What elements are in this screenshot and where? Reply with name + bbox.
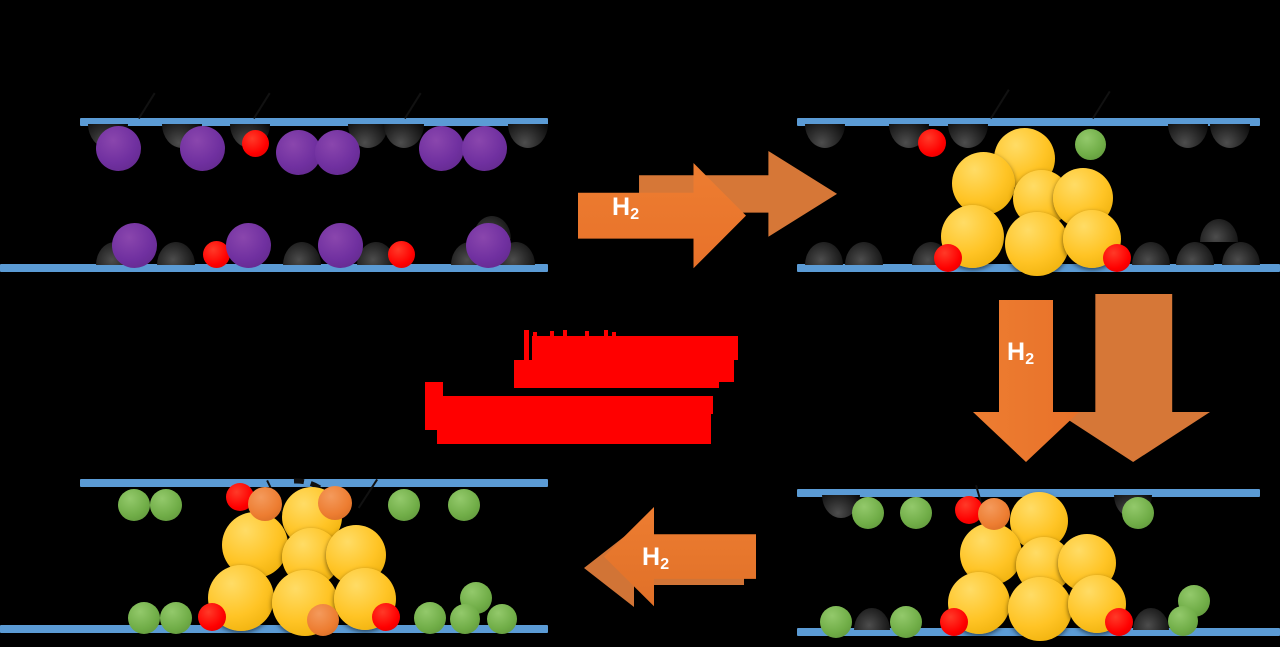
tether-line — [1092, 90, 1111, 120]
tether-line — [404, 92, 422, 120]
reduced-site-sphere — [978, 498, 1010, 530]
active-site-sphere — [1105, 608, 1133, 636]
active-site-sphere — [1103, 244, 1131, 272]
redacted-block — [437, 412, 711, 444]
redacted-block — [532, 336, 738, 360]
promoter-site-sphere — [1122, 497, 1154, 529]
active-site-sphere — [388, 241, 415, 268]
metal-cation-sphere — [462, 126, 507, 171]
promoter-site-sphere — [448, 489, 480, 521]
metal-cation-sphere — [180, 126, 225, 171]
framework-dome — [357, 242, 395, 265]
redacted-block — [563, 330, 567, 339]
metal-cation-sphere — [318, 223, 363, 268]
framework-dome — [854, 608, 890, 630]
redacted-block — [425, 412, 439, 430]
promoter-site-sphere — [450, 604, 480, 634]
framework-dome — [1168, 124, 1208, 148]
framework-dome — [805, 242, 843, 265]
framework-dome — [1132, 242, 1170, 265]
gold-nanoparticle — [1005, 212, 1069, 276]
framework-dome — [1176, 242, 1214, 265]
redacted-block — [612, 332, 616, 339]
h2-arrow-down-label: H2 — [1007, 338, 1035, 368]
promoter-site-sphere — [160, 602, 192, 634]
active-site-sphere — [198, 603, 226, 631]
active-site-sphere — [918, 129, 946, 157]
metal-cation-sphere — [466, 223, 511, 268]
framework-dome — [948, 124, 988, 148]
support-bar-bottom — [0, 625, 548, 633]
framework-dome — [384, 124, 424, 148]
tether-line — [253, 92, 271, 120]
promoter-site-sphere — [820, 606, 852, 638]
reduced-site-sphere — [318, 486, 352, 520]
active-site-sphere — [203, 241, 230, 268]
framework-dome — [845, 242, 883, 265]
h2-arrow-left[interactable]: H2 — [546, 503, 786, 627]
promoter-site-sphere — [1075, 129, 1106, 160]
tether-line — [990, 89, 1010, 120]
gold-nanoparticle — [952, 152, 1015, 215]
framework-dome — [157, 242, 195, 265]
support-bar-top — [80, 118, 548, 126]
promoter-site-sphere — [128, 602, 160, 634]
reduced-site-sphere — [248, 487, 282, 521]
redacted-block — [533, 332, 537, 339]
framework-dome — [822, 495, 860, 518]
h2-arrow-right[interactable]: H2 — [576, 151, 838, 273]
framework-dome — [805, 124, 845, 148]
promoter-site-sphere — [388, 489, 420, 521]
promoter-site-sphere — [118, 489, 150, 521]
h2-arrow-down[interactable]: H2 — [963, 294, 1210, 472]
promoter-site-sphere — [900, 497, 932, 529]
framework-dome — [283, 242, 321, 265]
redacted-block — [585, 331, 589, 339]
support-bar-bottom — [0, 264, 548, 272]
promoter-site-sphere — [487, 604, 517, 634]
redacted-block — [425, 382, 443, 414]
active-site-sphere — [940, 608, 968, 636]
redacted-block — [604, 330, 608, 339]
framework-dome — [1222, 242, 1260, 265]
metal-cation-sphere — [112, 223, 157, 268]
redacted-block — [524, 330, 529, 360]
h2-arrow-right-label: H2 — [612, 193, 640, 223]
redacted-block — [514, 360, 719, 388]
promoter-site-sphere — [414, 602, 446, 634]
tether-line — [138, 92, 156, 120]
redacted-block — [550, 331, 554, 339]
metal-cation-sphere — [315, 130, 360, 175]
framework-dome — [1133, 608, 1169, 630]
metal-cation-sphere — [276, 130, 321, 175]
active-site-sphere — [934, 244, 962, 272]
framework-dome — [1210, 124, 1250, 148]
metal-cation-sphere — [226, 223, 271, 268]
promoter-site-sphere — [150, 489, 182, 521]
gold-nanoparticle — [1008, 577, 1072, 641]
active-site-sphere — [372, 603, 400, 631]
redacted-block — [443, 396, 713, 414]
redacted-block — [719, 360, 734, 382]
metal-cation-sphere — [96, 126, 141, 171]
active-site-sphere — [242, 130, 269, 157]
promoter-site-sphere — [852, 497, 884, 529]
metal-cation-sphere — [419, 126, 464, 171]
promoter-site-sphere — [1168, 606, 1198, 636]
promoter-site-sphere — [890, 606, 922, 638]
framework-dome — [1200, 219, 1238, 242]
framework-dome — [508, 124, 548, 148]
reduced-site-sphere — [307, 604, 339, 636]
support-bar-top — [797, 118, 1260, 126]
h2-arrow-left-label: H2 — [642, 543, 670, 573]
